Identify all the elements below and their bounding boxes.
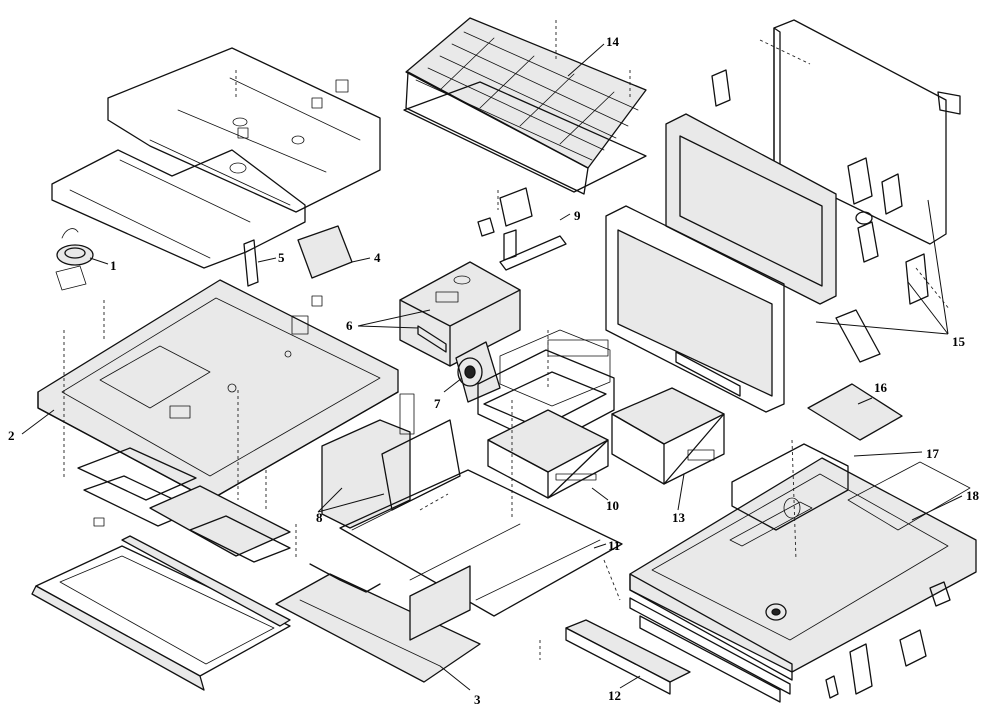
fan-part bbox=[455, 341, 501, 403]
hinges-15 bbox=[711, 69, 929, 363]
drive-13 bbox=[611, 387, 725, 485]
callout-2: 2 bbox=[8, 428, 15, 443]
callout-3: 3 bbox=[474, 692, 481, 707]
speaker-part bbox=[55, 228, 94, 291]
callout-12: 12 bbox=[608, 688, 621, 703]
callout-11: 11 bbox=[608, 538, 620, 553]
top-case bbox=[629, 443, 977, 681]
front-frame bbox=[31, 535, 291, 691]
assembly-lines bbox=[63, 20, 951, 660]
bottom-tray bbox=[275, 563, 481, 683]
callout-15: 15 bbox=[952, 334, 966, 349]
callout-4: 4 bbox=[374, 250, 381, 265]
bracket-5 bbox=[243, 239, 259, 287]
bracket-4 bbox=[297, 225, 353, 279]
callout-7: 7 bbox=[434, 396, 441, 411]
callout-labels: 1 2 3 4 5 6 7 8 9 10 11 12 13 14 15 16 1… bbox=[8, 34, 980, 707]
callout-13: 13 bbox=[672, 510, 686, 525]
callout-17: 17 bbox=[926, 446, 940, 461]
callout-16: 16 bbox=[874, 380, 888, 395]
underside-plates bbox=[77, 447, 291, 563]
boards-8 bbox=[321, 393, 461, 529]
callout-6: 6 bbox=[346, 318, 353, 333]
base-tray bbox=[37, 279, 399, 501]
plate-16 bbox=[807, 383, 903, 441]
latch-parts bbox=[629, 581, 951, 703]
callout-18: 18 bbox=[966, 488, 980, 503]
connector-parts bbox=[477, 187, 567, 271]
center-chassis bbox=[399, 261, 521, 367]
callout-14: 14 bbox=[606, 34, 620, 49]
leader-lines bbox=[21, 43, 963, 691]
callout-9: 9 bbox=[574, 208, 581, 223]
base-plate bbox=[339, 469, 623, 641]
keyboard-tray bbox=[403, 81, 647, 193]
upper-shield-plate bbox=[107, 47, 381, 213]
lcd-front-bezel bbox=[605, 205, 785, 413]
callout-10: 10 bbox=[606, 498, 619, 513]
callout-8: 8 bbox=[316, 510, 323, 525]
drive-10 bbox=[487, 409, 609, 499]
rail-12 bbox=[565, 619, 691, 695]
callout-1: 1 bbox=[110, 258, 117, 273]
keyboard bbox=[405, 17, 647, 195]
lower-shield-plate bbox=[51, 149, 306, 269]
callout-5: 5 bbox=[278, 250, 285, 265]
